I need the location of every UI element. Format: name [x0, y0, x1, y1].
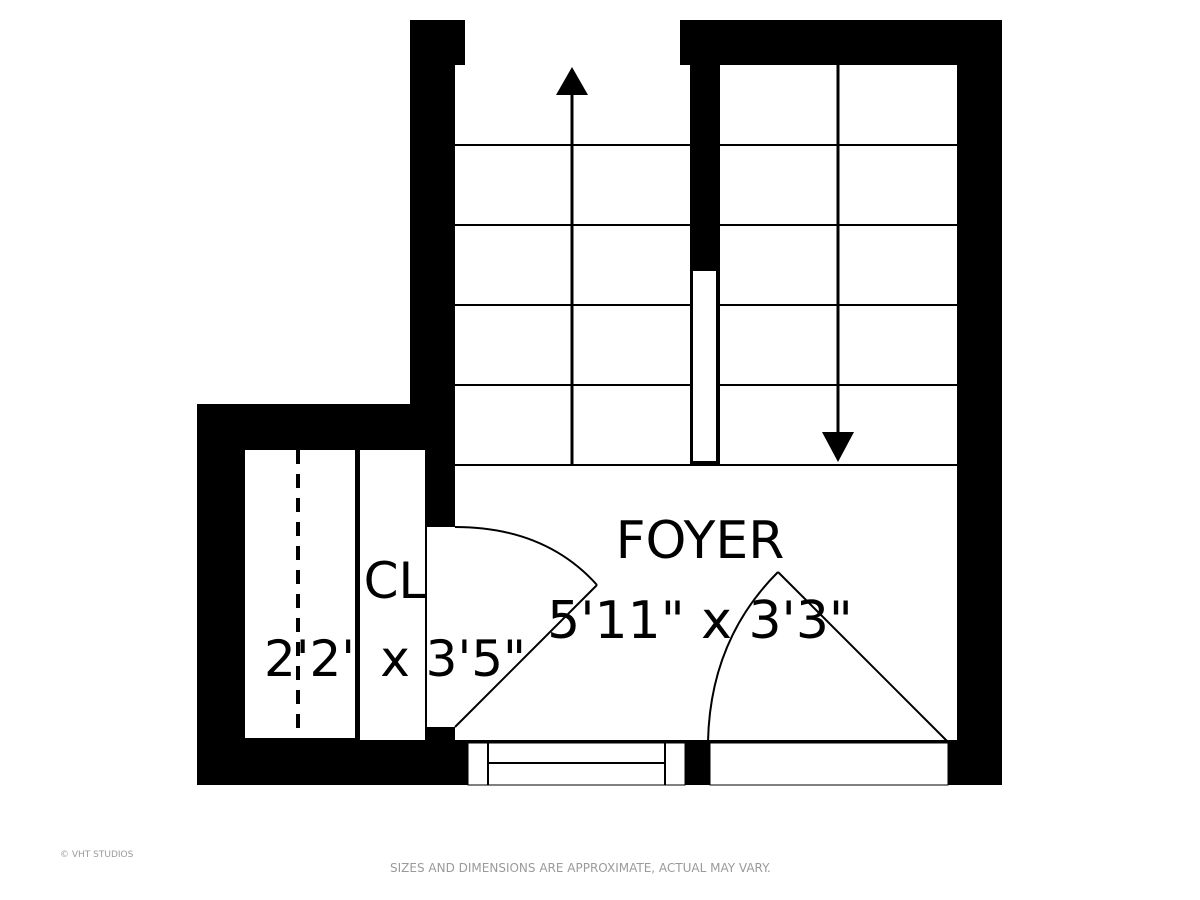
stair-top-opening [465, 20, 680, 66]
closet-shelf [360, 450, 425, 740]
closet-door-jamb [427, 527, 455, 727]
window [467, 742, 686, 786]
disclaimer: SIZES AND DIMENSIONS ARE APPROXIMATE, AC… [390, 861, 771, 875]
entry-door-swing [707, 571, 949, 743]
foyer-room [455, 464, 957, 740]
down-arrow-icon [822, 65, 854, 462]
up-arrow-icon [556, 67, 588, 465]
watermark: © VHT STUDIOS [60, 850, 134, 860]
stair-divider-rail [691, 269, 718, 463]
closet-door-swing [454, 526, 598, 728]
room-dimensions-closet: 2'2" x 3'5" [264, 630, 526, 688]
entry-doorway [709, 742, 949, 786]
room-name-foyer: FOYER [616, 511, 785, 571]
room-name-closet: CL [364, 552, 427, 610]
room-dimensions-foyer: 5'11" x 3'3" [547, 591, 853, 651]
